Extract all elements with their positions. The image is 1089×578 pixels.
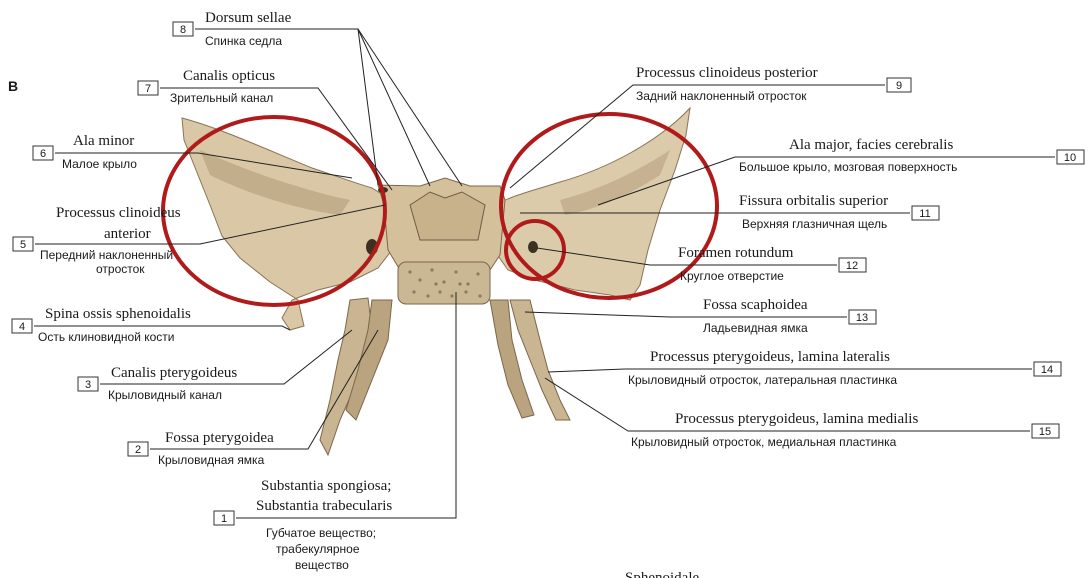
label-russian-6: Малое крыло <box>62 157 137 171</box>
label-russian-9: Задний наклоненный отросток <box>636 89 807 103</box>
label-russian-11: Верхняя глазничная щель <box>742 217 887 231</box>
label-russian-8: Спинка седла <box>205 34 282 48</box>
svg-text:6: 6 <box>40 148 46 160</box>
label-latin-8: Dorsum sellae <box>205 10 292 26</box>
label-russian-1b: трабекулярное <box>276 542 360 556</box>
sphenoid-bone-illustration <box>182 108 690 455</box>
label-num-5: 5 <box>13 237 33 251</box>
label-num-13: 13 <box>849 310 876 324</box>
label-num-8: 8 <box>173 22 193 36</box>
label-num-1: 1 <box>214 511 234 525</box>
label-russian-5a: Передний наклоненный <box>40 248 173 262</box>
figure-letter: B <box>8 78 18 94</box>
label-latin-11: Fissura orbitalis superior <box>739 193 888 209</box>
label-num-9: 9 <box>887 78 911 92</box>
label-russian-15: Крыловидный отросток, медиальная пластин… <box>631 435 897 449</box>
svg-text:11: 11 <box>919 208 930 220</box>
svg-text:9: 9 <box>896 80 902 92</box>
label-russian-1a: Губчатое вещество; <box>266 526 376 540</box>
label-russian-14: Крыловидный отросток, латеральная пласти… <box>628 373 897 387</box>
label-latin-6: Ala minor <box>73 133 134 149</box>
dorsum-sellae-shape <box>410 192 485 240</box>
label-latin-12: Foramen rotundum <box>678 245 794 261</box>
foramen-rotundum-hole <box>528 241 538 253</box>
label-latin-5a: Processus clinoideus <box>56 205 181 221</box>
label-latin-1b: Substantia trabecularis <box>256 498 392 514</box>
label-russian-3: Крыловидный канал <box>108 388 222 402</box>
label-texts: Dorsum sellae Спинка седла Canalis optic… <box>38 10 957 572</box>
label-latin-15: Processus pterygoideus, lamina medialis <box>675 411 918 427</box>
label-latin-9: Processus clinoideus posterior <box>636 65 818 81</box>
label-russian-5b: отросток <box>96 262 145 276</box>
label-latin-13: Fossa scaphoidea <box>703 297 808 313</box>
label-latin-3: Canalis pterygoideus <box>111 365 237 381</box>
label-num-4: 4 <box>12 319 32 333</box>
cropped-caption: Sphenoidale ... <box>625 570 714 578</box>
svg-text:5: 5 <box>20 239 26 251</box>
svg-text:1: 1 <box>221 513 227 525</box>
label-russian-1c: вещество <box>295 558 349 572</box>
label-latin-2: Fossa pterygoidea <box>165 430 274 446</box>
label-num-10: 10 <box>1057 150 1084 164</box>
label-russian-4: Ость клиновидной кости <box>38 330 174 344</box>
label-latin-7: Canalis opticus <box>183 68 275 84</box>
label-num-3: 3 <box>78 377 98 391</box>
svg-text:15: 15 <box>1039 426 1051 438</box>
label-russian-2: Крыловидная ямка <box>158 453 265 467</box>
label-russian-10: Большое крыло, мозговая поверхность <box>739 160 957 174</box>
svg-text:10: 10 <box>1064 152 1076 164</box>
label-latin-5b: anterior <box>104 226 151 242</box>
label-russian-7: Зрительный канал <box>170 91 273 105</box>
label-num-14: 14 <box>1034 362 1061 376</box>
label-latin-4: Spina ossis sphenoidalis <box>45 306 191 322</box>
label-num-12: 12 <box>839 258 866 272</box>
svg-text:4: 4 <box>19 321 25 333</box>
svg-text:7: 7 <box>145 83 151 95</box>
svg-text:13: 13 <box>856 312 868 324</box>
label-russian-12: Круглое отверстие <box>680 269 784 283</box>
svg-text:8: 8 <box>180 24 186 36</box>
label-russian-13: Ладьевидная ямка <box>703 321 808 335</box>
svg-text:3: 3 <box>85 379 91 391</box>
label-latin-1a: Substantia spongiosa; <box>261 478 391 494</box>
label-num-2: 2 <box>128 442 148 456</box>
svg-text:14: 14 <box>1041 364 1053 376</box>
label-num-15: 15 <box>1032 424 1059 438</box>
svg-text:2: 2 <box>135 444 141 456</box>
label-num-11: 11 <box>912 206 939 220</box>
label-num-6: 6 <box>33 146 53 160</box>
svg-text:12: 12 <box>846 260 858 272</box>
label-num-7: 7 <box>138 81 158 95</box>
label-latin-10: Ala major, facies cerebralis <box>789 137 953 153</box>
label-latin-14: Processus pterygoideus, lamina lateralis <box>650 349 890 365</box>
